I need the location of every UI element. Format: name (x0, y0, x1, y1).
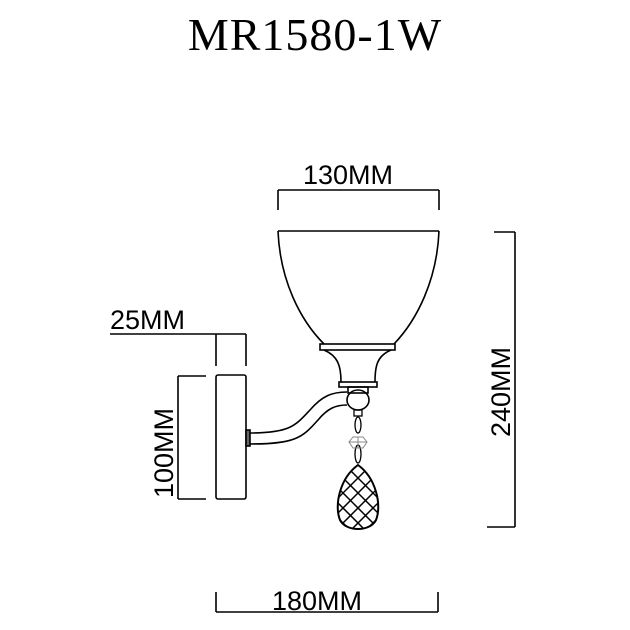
backplate-depth-dimension-line (110, 333, 247, 366)
backplate (215, 374, 251, 500)
total-height-label: 240MM (486, 346, 516, 437)
total-height-dimension-line (487, 231, 516, 528)
backplate-height-dimension-line (177, 375, 206, 500)
projection-dimension-line (215, 592, 439, 613)
shade-holder (319, 343, 396, 394)
crystal-teardrop (336, 463, 380, 530)
shade-width-label: 130MM (303, 160, 394, 190)
backplate-depth-label: 25MM (110, 305, 186, 335)
crystal-connector (348, 436, 368, 449)
curved-arm (248, 391, 348, 445)
glass-shade (277, 230, 440, 345)
backplate-height-label: 100MM (149, 407, 179, 498)
shade-width-dimension-line (277, 189, 440, 210)
model-title: MR1580-1W (187, 9, 443, 60)
projection-label: 180MM (272, 586, 363, 616)
